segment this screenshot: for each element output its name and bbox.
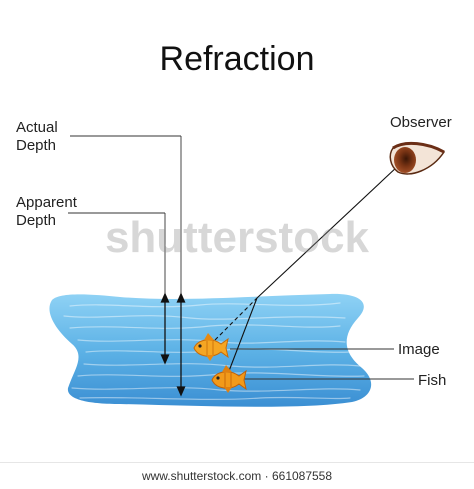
image-fish [193,333,229,361]
refracted-ray [256,165,399,299]
light-rays [214,165,399,372]
label-image: Image [398,341,440,358]
label-fish: Fish [418,372,447,389]
watermark: shutterstock [104,213,370,262]
footer-text: www.shutterstock.com · 661087558 [141,469,333,483]
label-observer: Observer [390,114,452,131]
observer-eye-icon [389,141,446,175]
label-lines [230,348,414,380]
diagram-title: Refraction [159,40,315,78]
footer-bar: www.shutterstock.com · 661087558 [0,462,474,489]
actual-fish [211,365,247,393]
apparent-ray [214,297,258,341]
label-apparent-depth: Apparent Depth [16,194,77,229]
label-actual-depth: Actual Depth [16,119,58,154]
incident-ray [228,297,258,372]
depth-arrows [160,292,186,397]
